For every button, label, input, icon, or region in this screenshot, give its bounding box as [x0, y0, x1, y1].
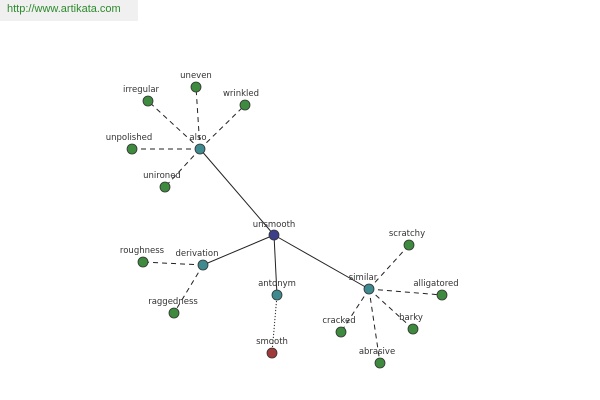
word-label-smooth: smooth	[256, 337, 288, 347]
word-node-irregular[interactable]	[142, 95, 154, 107]
relation-node-derivation[interactable]	[197, 259, 209, 271]
relation-node-antonym[interactable]	[271, 289, 283, 301]
word-node-alligatored[interactable]	[436, 289, 448, 301]
word-node-wrinkled[interactable]	[239, 99, 251, 111]
relation-node-also[interactable]	[194, 143, 206, 155]
relation-label-derivation: derivation	[175, 249, 218, 259]
center-node-unsmooth[interactable]	[268, 229, 280, 241]
edge-similar-alligatored	[368, 288, 443, 296]
word-label-cracked: cracked	[322, 316, 355, 326]
edge-also-wrinkled	[199, 104, 246, 150]
edge-similar-barky	[368, 288, 414, 330]
edge-unsmooth-antonym	[273, 234, 278, 296]
edge-also-uneven	[195, 86, 201, 150]
word-node-raggedness[interactable]	[168, 307, 180, 319]
graph-nodes	[126, 81, 448, 369]
word-label-roughness: roughness	[120, 246, 165, 256]
word-label-irregular: irregular	[123, 85, 160, 95]
site-url-link[interactable]: http://www.artikata.com	[7, 3, 121, 15]
word-node-abrasive[interactable]	[374, 357, 386, 369]
word-label-barky: barky	[399, 313, 423, 323]
graph-edges	[132, 86, 443, 364]
relation-label-also: also	[189, 133, 206, 143]
word-label-unpolished: unpolished	[106, 133, 153, 143]
edge-similar-scratchy	[368, 244, 410, 290]
edge-antonym-smooth	[271, 294, 278, 354]
word-node-barky[interactable]	[407, 323, 419, 335]
edge-derivation-roughness	[142, 261, 204, 266]
word-label-abrasive: abrasive	[359, 347, 395, 357]
relation-label-antonym: antonym	[258, 279, 296, 289]
edge-derivation-raggedness	[173, 264, 204, 314]
edge-also-irregular	[147, 100, 201, 150]
word-node-uneven[interactable]	[190, 81, 202, 93]
word-node-roughness[interactable]	[137, 256, 149, 268]
edge-similar-abrasive	[368, 288, 381, 364]
graph-labels: unsmooth also irregular uneven wrinkled unpol…	[106, 71, 459, 357]
word-node-scratchy[interactable]	[403, 239, 415, 251]
word-label-uneven: uneven	[180, 71, 212, 81]
word-node-cracked[interactable]	[335, 326, 347, 338]
edge-also-unironed	[164, 148, 201, 188]
word-node-smooth[interactable]	[266, 347, 278, 359]
url-banner: http://www.artikata.com	[0, 0, 138, 21]
word-label-scratchy: scratchy	[389, 229, 425, 239]
word-node-unpolished[interactable]	[126, 143, 138, 155]
edge-unsmooth-derivation	[202, 234, 275, 266]
relation-label-similar: similar	[349, 273, 378, 283]
word-label-raggedness: raggedness	[148, 297, 198, 307]
edge-unsmooth-also	[199, 148, 275, 236]
edge-unsmooth-similar	[273, 234, 370, 290]
word-label-unironed: unironed	[143, 171, 181, 181]
word-label-wrinkled: wrinkled	[223, 89, 259, 99]
relation-node-similar[interactable]	[363, 283, 375, 295]
word-node-unironed[interactable]	[159, 181, 171, 193]
center-label-unsmooth: unsmooth	[253, 220, 296, 230]
word-label-alligatored: alligatored	[413, 279, 458, 289]
